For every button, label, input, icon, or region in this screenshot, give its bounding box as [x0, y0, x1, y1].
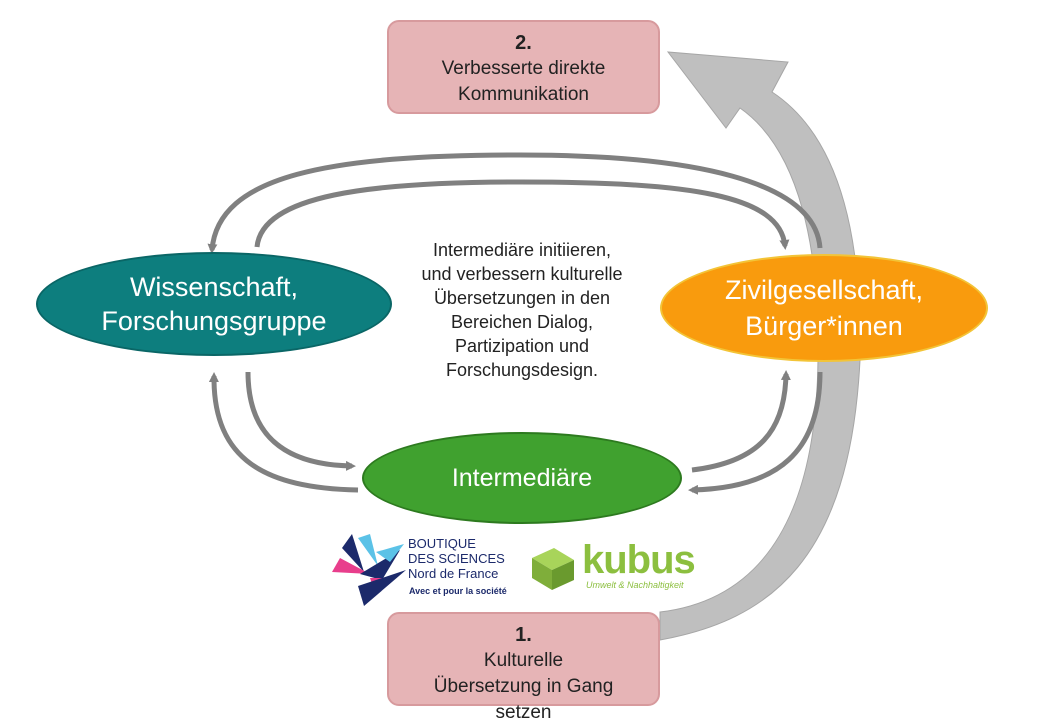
step-1-box: 1. Kulturelle Übersetzung in Gang setzen: [387, 612, 660, 723]
step-2-box: 2. Verbesserte direkte Kommunikation: [387, 20, 660, 114]
boutique-tagline: Avec et pour la société: [409, 586, 507, 596]
top-arrow-inner: [254, 179, 790, 250]
top-arrow-outer: [207, 152, 823, 254]
science-line2: Forschungsgruppe: [101, 306, 327, 336]
step-2-number: 2.: [515, 32, 532, 54]
boutique-line3: Nord de France: [408, 566, 499, 581]
center-description: Intermediäre initiieren, und verbessern …: [421, 240, 623, 380]
civil-line1: Zivilgesellschaft,: [724, 275, 924, 305]
kubus-cube-icon: [532, 548, 574, 590]
science-node: Wissenschaft, Forschungsgruppe: [36, 252, 392, 356]
step-1-label: Kulturelle Übersetzung in Gang setzen: [433, 650, 614, 723]
science-line1: Wissenschaft,: [129, 272, 299, 302]
boutique-line2: DES SCIENCES: [408, 551, 505, 566]
left-arrow-down: [245, 371, 356, 471]
civil-line2: Bürger*innen: [745, 311, 903, 341]
boutique-logo-mark: [332, 534, 406, 606]
kubus-tagline: Umwelt & Nachhaltigkeit: [586, 580, 684, 590]
civil-society-node: Zivilgesellschaft, Bürger*innen: [660, 254, 988, 362]
step-1-number: 1.: [515, 624, 532, 646]
right-arrow-down: [688, 371, 823, 495]
boutique-line1: BOUTIQUE: [408, 536, 476, 551]
intermediary-label: Intermediäre: [451, 463, 593, 492]
right-arrow-up: [691, 370, 791, 473]
intermediary-node: Intermediäre: [362, 432, 682, 524]
kubus-logo-name: kubus: [582, 538, 696, 582]
left-arrow-up: [208, 372, 359, 493]
boutique-logo-text: BOUTIQUE DES SCIENCES Nord de France: [408, 536, 505, 581]
big-feedback-arrow: [659, 51, 861, 641]
step-2-label: Verbesserte direkte Kommunikation: [441, 58, 606, 105]
